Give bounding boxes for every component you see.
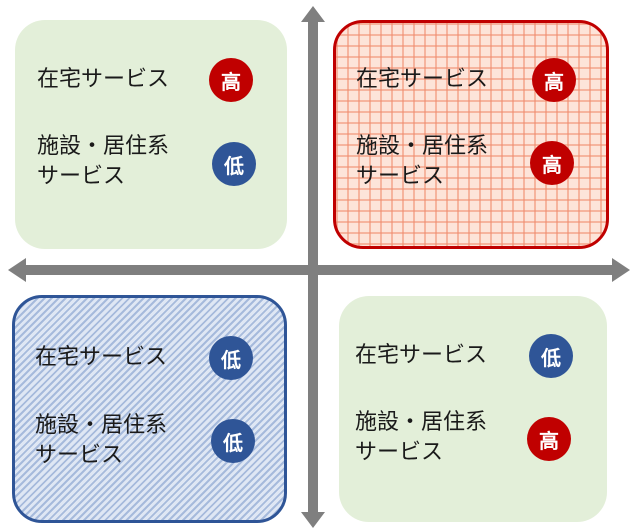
home-service-label: 在宅サービス xyxy=(37,67,170,92)
home-service-row: 在宅サービス xyxy=(35,343,167,373)
horizontal-axis-line xyxy=(24,265,616,275)
home-service-row: 在宅サービス xyxy=(37,65,169,95)
home-service-label: 在宅サービス xyxy=(355,343,488,368)
residential-service-label: 施設・居住系 サービス xyxy=(356,134,489,189)
residential-service-label: 施設・居住系 サービス xyxy=(37,134,170,189)
horizontal-axis-arrow-right xyxy=(612,258,630,282)
quadrant-top-right: 在宅サービス 高 施設・居住系 サービス 高 xyxy=(333,20,609,249)
residential-service-row: 施設・居住系 サービス xyxy=(355,408,487,468)
residential-service-level-badge: 低 xyxy=(212,142,256,186)
vertical-axis-arrow-up xyxy=(301,6,325,22)
quadrant-bottom-left: 在宅サービス 低 施設・居住系 サービス 低 xyxy=(12,295,287,523)
home-service-level-badge: 低 xyxy=(209,336,253,380)
horizontal-axis-arrow-left xyxy=(8,258,26,282)
residential-service-row: 施設・居住系 サービス xyxy=(356,132,488,192)
vertical-axis-arrow-down xyxy=(301,512,325,528)
home-service-row: 在宅サービス xyxy=(356,65,488,95)
home-service-label: 在宅サービス xyxy=(356,67,489,92)
quadrant-top-left: 在宅サービス 高 施設・居住系 サービス 低 xyxy=(15,20,287,249)
residential-service-level-badge: 低 xyxy=(211,419,255,463)
residential-service-row: 施設・居住系 サービス xyxy=(35,411,167,471)
home-service-level-badge: 低 xyxy=(529,334,573,378)
residential-service-row: 施設・居住系 サービス xyxy=(37,132,169,192)
home-service-level-badge: 高 xyxy=(532,58,576,102)
residential-service-level-badge: 高 xyxy=(527,417,571,461)
quadrant-bottom-right: 在宅サービス 低 施設・居住系 サービス 高 xyxy=(339,296,607,522)
home-service-row: 在宅サービス xyxy=(355,341,487,371)
residential-service-level-badge: 高 xyxy=(530,141,574,185)
residential-service-label: 施設・居住系 サービス xyxy=(35,413,168,468)
residential-service-label: 施設・居住系 サービス xyxy=(355,410,488,465)
home-service-level-badge: 高 xyxy=(209,58,253,102)
home-service-label: 在宅サービス xyxy=(35,345,168,370)
